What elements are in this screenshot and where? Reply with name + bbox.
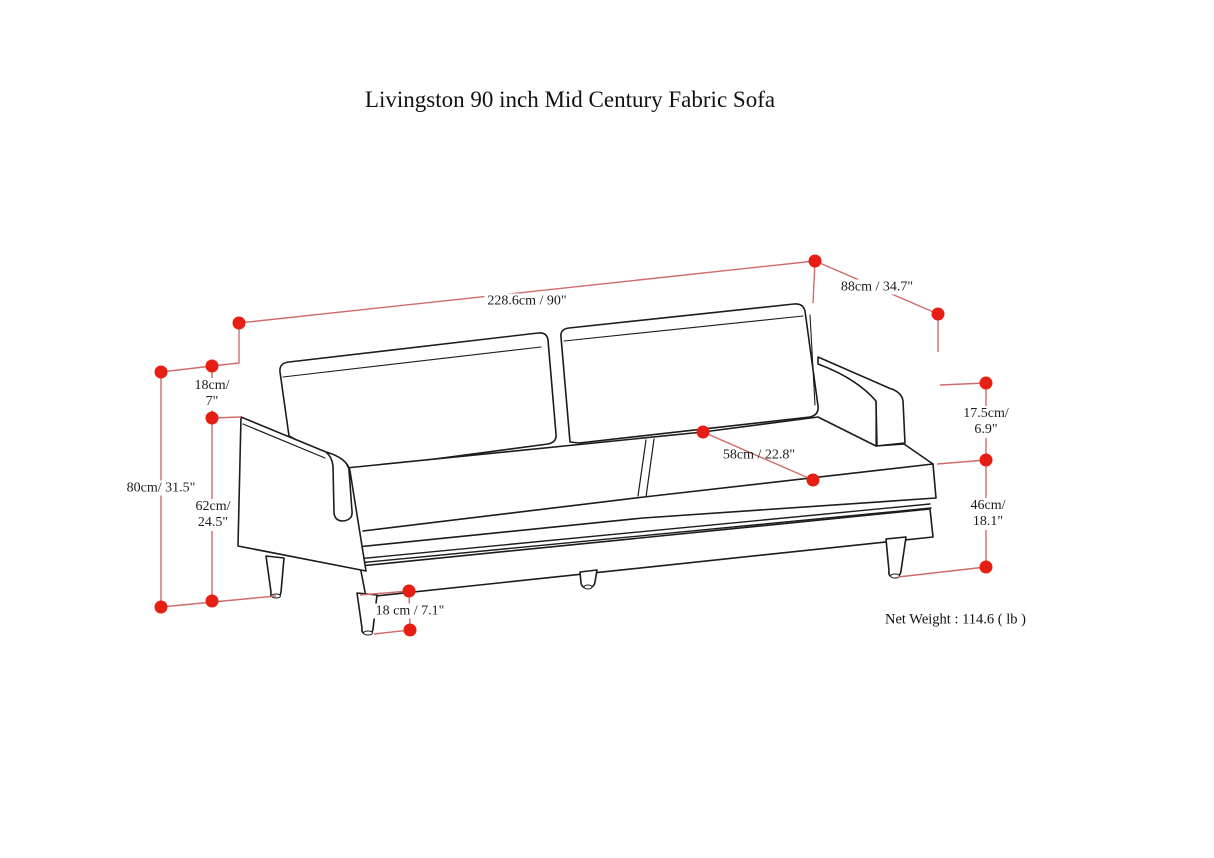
dimension-dots [154, 254, 993, 637]
dim-arm-height: 62cm/ 24.5" [192, 499, 234, 531]
back-cushion-right [560, 303, 819, 444]
back-cushion-left [279, 332, 557, 471]
leg-front-right [885, 536, 907, 578]
product-title: Livingston 90 inch Mid Century Fabric So… [364, 87, 776, 112]
dim-overall-depth: 88cm / 34.7" [837, 279, 917, 295]
sofa-illustration [237, 303, 937, 636]
base-frame [359, 508, 934, 598]
dim-overall-height: 80cm/ 31.5" [123, 480, 199, 496]
dim-back-above-arm: 18cm/ 7" [191, 378, 233, 410]
leg-back-left [265, 555, 285, 598]
dim-seat-height: 46cm/ 18.1" [967, 498, 1009, 530]
dim-leg-height: 18 cm / 7.1" [372, 603, 448, 619]
dim-arm-above-seat: 17.5cm/ 6.9" [960, 406, 1012, 438]
dim-overall-width: 228.6cm / 90" [484, 293, 570, 309]
net-weight: Net Weight : 114.6 ( lb ) [885, 611, 1026, 628]
dim-seat-depth: 58cm / 22.8" [722, 447, 796, 463]
left-arm-cap [325, 451, 353, 522]
